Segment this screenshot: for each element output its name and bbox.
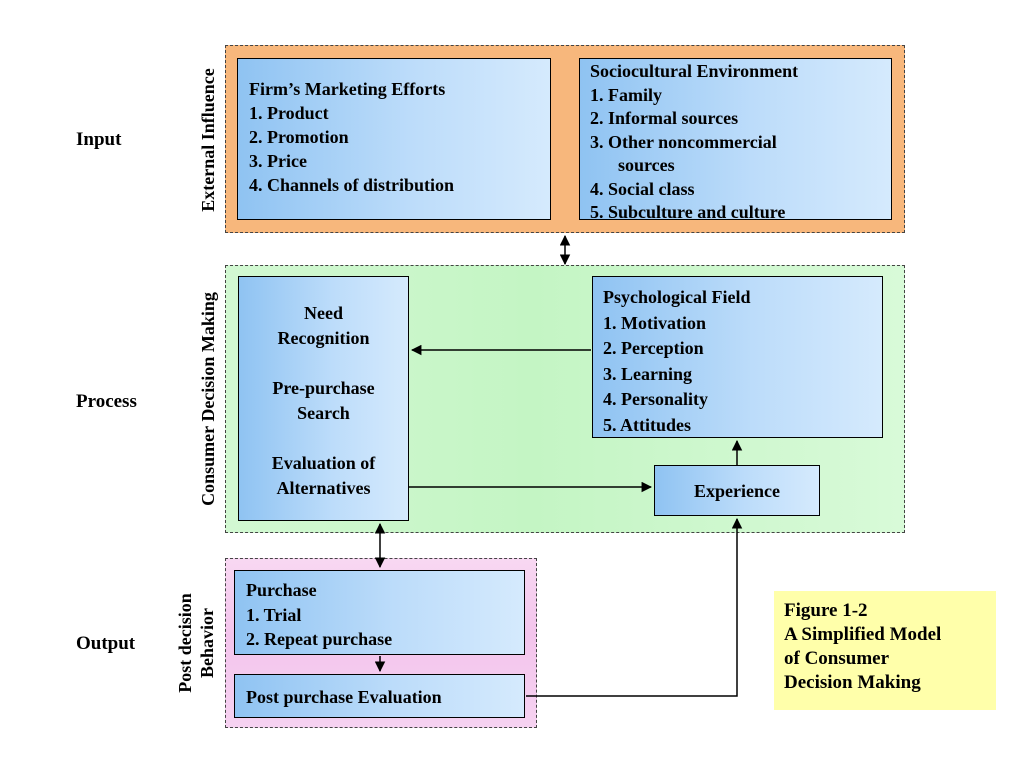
purchase-item: 1. Trial <box>246 604 302 625</box>
need-recognition-line1: Need <box>304 303 343 323</box>
row-label-process: Process <box>76 391 137 412</box>
firm-marketing-efforts-box: Firm’s Marketing Efforts 1. Product 2. P… <box>237 58 551 220</box>
sociocultural-environment-title: Sociocultural Environment <box>590 61 799 81</box>
socio-item: 2. Informal sources <box>590 108 739 128</box>
firm-item: 1. Product <box>249 103 329 123</box>
post-purchase-evaluation-label: Post purchase Evaluation <box>246 687 442 707</box>
figure-caption: Figure 1-2 A Simplified Model of Consume… <box>774 591 996 710</box>
post-purchase-evaluation-box: Post purchase Evaluation <box>234 674 525 718</box>
socio-item: sources <box>618 155 675 175</box>
row-label-output: Output <box>76 633 136 654</box>
evaluation-line2: Alternatives <box>276 478 371 498</box>
psych-item: 1. Motivation <box>603 312 706 333</box>
firm-item: 4. Channels of distribution <box>249 175 455 195</box>
pre-purchase-search-line2: Search <box>297 403 350 423</box>
evaluation-line1: Evaluation of <box>271 453 376 473</box>
need-recognition-line2: Recognition <box>277 328 370 348</box>
caption-line: Figure 1-2 <box>784 600 868 621</box>
socio-item: 3. Other noncommercial <box>590 131 777 152</box>
purchase-item: 2. Repeat purchase <box>246 629 393 649</box>
firm-marketing-efforts-title: Firm’s Marketing Efforts <box>249 79 446 99</box>
socio-item: 4. Social class <box>590 178 695 199</box>
socio-item: 1. Family <box>590 84 662 105</box>
psych-item: 4. Personality <box>603 389 708 409</box>
firm-item: 2. Promotion <box>249 127 349 147</box>
decision-process-box: Need Recognition Pre-purchase Search Eva… <box>238 276 409 521</box>
experience-label: Experience <box>694 481 780 501</box>
sociocultural-environment-box: Sociocultural Environment 1. Family 2. I… <box>579 58 892 222</box>
socio-item: 5. Subculture and culture <box>590 202 786 222</box>
row-label-input: Input <box>76 129 122 150</box>
psych-item: 2. Perception <box>603 338 704 358</box>
psychological-field-box: Psychological Field 1. Motivation 2. Per… <box>592 276 883 438</box>
caption-line: A Simplified Model <box>784 624 942 645</box>
psych-item: 3. Learning <box>603 363 693 384</box>
purchase-box: Purchase 1. Trial 2. Repeat purchase <box>234 570 525 655</box>
evaluation-to-experience-arrow <box>526 517 743 697</box>
purchase-title: Purchase <box>246 580 317 600</box>
caption-line: Decision Making <box>784 672 921 693</box>
psychological-field-title: Psychological Field <box>603 287 751 307</box>
psych-item: 5. Attitudes <box>603 414 692 435</box>
caption-line: of Consumer <box>784 648 890 669</box>
experience-box: Experience <box>654 465 820 516</box>
firm-item: 3. Price <box>249 151 307 171</box>
pre-purchase-search-line1: Pre-purchase <box>272 378 375 398</box>
